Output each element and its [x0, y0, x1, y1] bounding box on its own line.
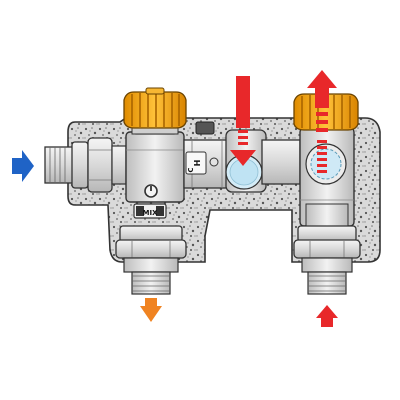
hot-inlet-union: [293, 225, 361, 295]
cold-inlet-fitting: [44, 137, 127, 193]
mixer-label-c: C: [187, 167, 195, 172]
arrow-right-icon: [12, 150, 34, 182]
temperature-knob-left[interactable]: [123, 87, 187, 129]
mixed-outlet-union: [115, 225, 187, 295]
hot-supply-arrow-up-icon: [307, 70, 337, 173]
arrow-up-icon: [316, 305, 338, 327]
mixer-label-h: H: [193, 160, 202, 167]
mix-switch-label: MIX: [143, 209, 159, 217]
hot-return-arrow-down-icon: [230, 76, 256, 166]
top-clip: [195, 121, 215, 135]
mix-switch[interactable]: MIX: [133, 203, 167, 219]
mixer-connector: H C: [183, 139, 231, 189]
dial-symbol-icon: [144, 184, 158, 198]
right-valve-body: [299, 127, 355, 227]
arrow-down-icon: [140, 298, 162, 322]
